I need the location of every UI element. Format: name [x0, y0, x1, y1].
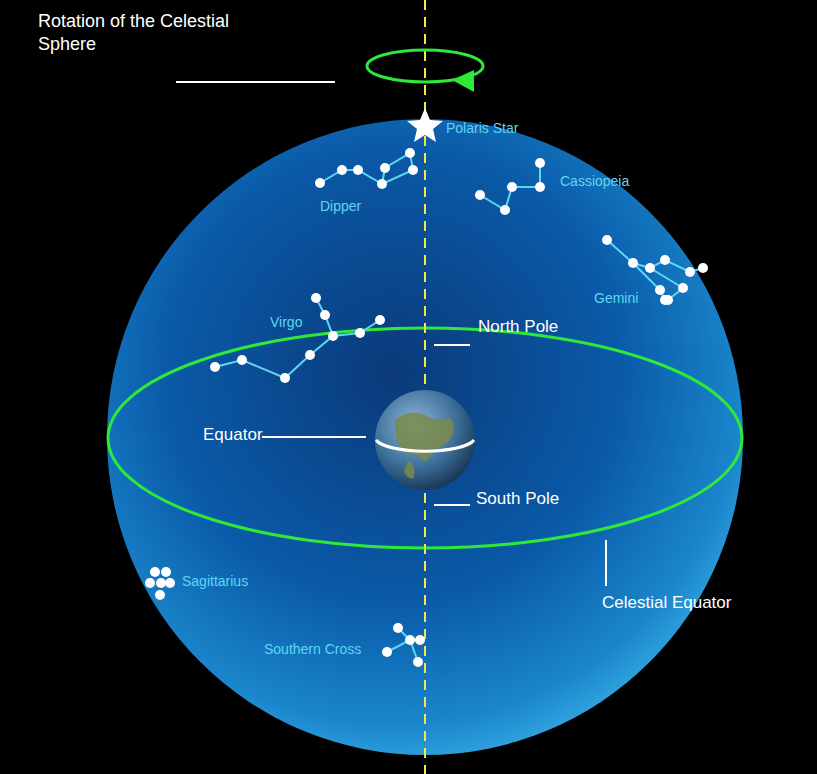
constellation-label: Dipper — [320, 198, 361, 215]
equator-label: Equator — [203, 425, 263, 445]
constellation-label: Sagittarius — [182, 573, 248, 590]
pole-label: South Pole — [476, 489, 559, 509]
constellation-label: Cassiopeia — [560, 173, 629, 190]
constellation-label: Virgo — [270, 314, 302, 331]
pole-label: North Pole — [478, 317, 558, 337]
constellation-label: Southern Cross — [264, 641, 361, 658]
celestial-equator-label: Celestial Equator — [602, 593, 731, 613]
star-label: Polaris Star — [446, 120, 518, 137]
constellation-label: Gemini — [594, 290, 638, 307]
rotation-label: Rotation of the Celestial Sphere — [38, 10, 268, 55]
